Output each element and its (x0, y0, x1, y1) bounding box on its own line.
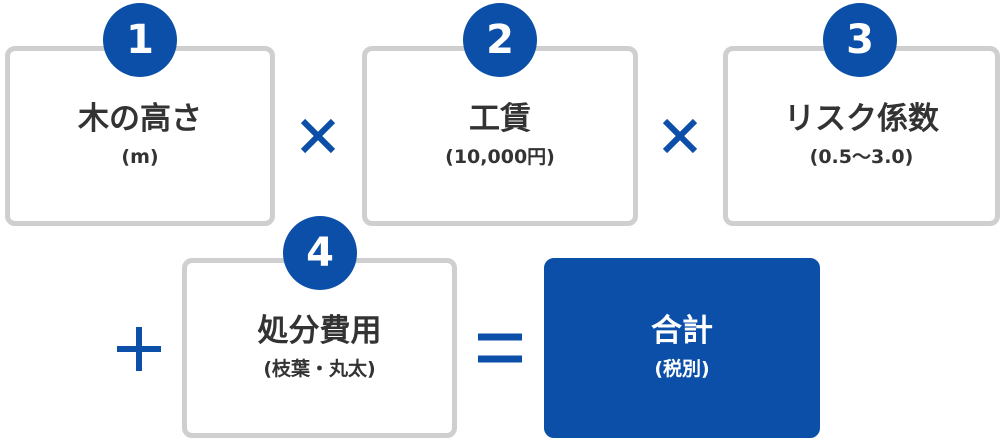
total-box: 合計 (税別) (544, 258, 820, 438)
equals-icon (478, 333, 522, 363)
term-label: リスク係数 (784, 101, 939, 138)
step-number-badge: 2 (463, 3, 537, 77)
step-number-badge: 3 (823, 3, 897, 77)
term-unit: (10,000円) (445, 146, 555, 169)
multiply-icon (300, 118, 336, 154)
term-unit: (枝葉・丸太) (263, 358, 376, 381)
term-box-disposal-cost: 処分費用 (枝葉・丸太) (182, 258, 457, 438)
total-label: 合計 (651, 313, 713, 350)
step-number-badge: 1 (103, 3, 177, 77)
term-label: 木の高さ (78, 101, 202, 138)
plus-icon (117, 327, 161, 371)
term-unit: (0.5〜3.0) (809, 146, 914, 169)
term-label: 工賃 (469, 101, 531, 138)
total-note: (税別) (654, 358, 710, 381)
step-number-badge: 4 (283, 216, 357, 290)
term-label: 処分費用 (257, 313, 382, 350)
multiply-icon (662, 118, 698, 154)
term-unit: (m) (121, 146, 159, 169)
